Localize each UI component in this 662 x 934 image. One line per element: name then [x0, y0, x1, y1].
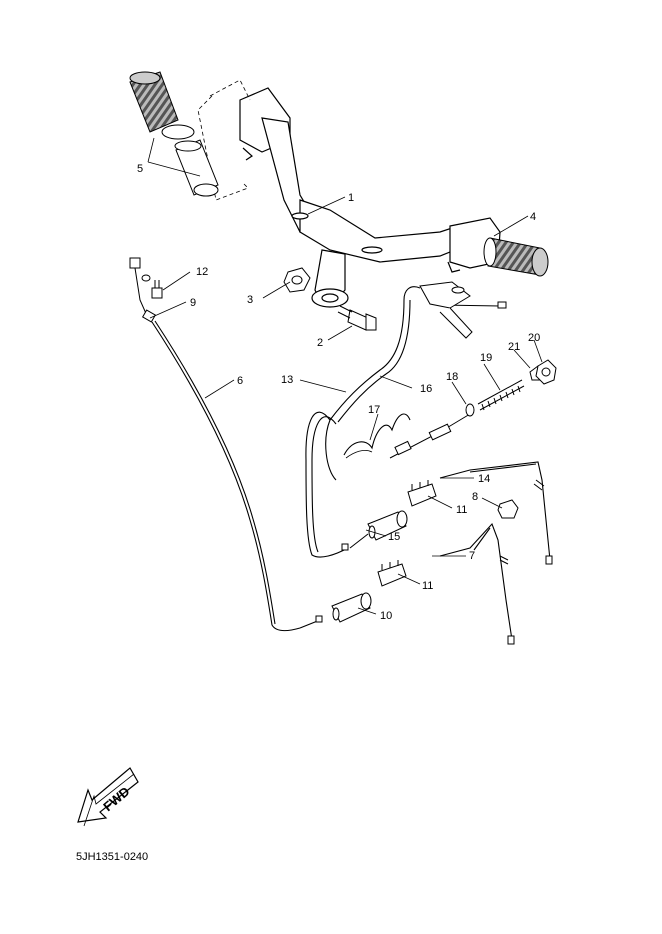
- callout-6: 6: [237, 375, 243, 387]
- screw-part: [151, 280, 163, 299]
- callout-8: 8: [472, 491, 478, 503]
- cables: [151, 286, 551, 641]
- callout-3: 3: [247, 294, 253, 306]
- left-grip-part: [129, 71, 219, 197]
- throttle-cable-fitting: [129, 257, 157, 323]
- callout-5: 5: [137, 163, 143, 175]
- right-grip-part: [483, 237, 549, 277]
- bolt-part: [337, 305, 377, 331]
- callout-20: 20: [528, 332, 540, 344]
- callout-7: 7: [469, 550, 475, 562]
- callout-11-upper: 11: [456, 504, 467, 516]
- spring-part: [343, 413, 411, 456]
- callout-14: 14: [478, 473, 490, 485]
- callout-12: 12: [196, 266, 208, 278]
- callout-16: 16: [420, 383, 432, 395]
- callout-18: 18: [446, 371, 458, 383]
- diagram-code: 5JH1351-0240: [76, 851, 148, 863]
- callout-19: 19: [480, 352, 492, 364]
- callout-4: 4: [530, 211, 536, 223]
- callout-9: 9: [190, 297, 196, 309]
- nut-part: [283, 267, 311, 293]
- housing-parts: [331, 480, 519, 623]
- callout-13: 13: [281, 374, 293, 386]
- fwd-arrow: FWD: [77, 767, 139, 827]
- callout-17: 17: [368, 404, 380, 416]
- callout-1: 1: [348, 192, 354, 204]
- callout-2: 2: [317, 337, 323, 349]
- callout-21: 21: [508, 341, 520, 353]
- callouts: 1 2 3 4 5 6 7 8 9 10 11 11 12 13 14 15 1…: [137, 163, 540, 622]
- handlebar-part: [239, 87, 501, 308]
- dashed-bracket: [197, 79, 251, 201]
- cable-ends: [315, 301, 553, 645]
- brake-lever-bracket: [419, 281, 473, 339]
- leader-lines: [147, 137, 543, 615]
- callout-15: 15: [388, 531, 400, 543]
- callout-10: 10: [380, 610, 392, 622]
- callout-11-lower: 11: [422, 580, 433, 592]
- adjuster-parts: [389, 359, 557, 459]
